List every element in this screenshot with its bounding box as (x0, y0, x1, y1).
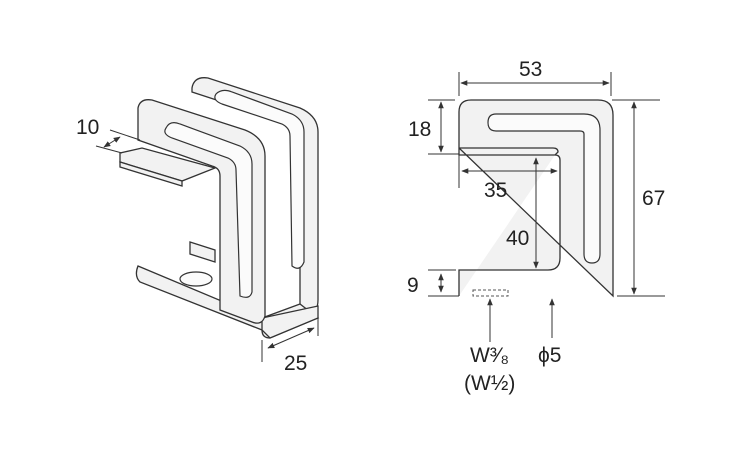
top-lip-edge (119, 161, 183, 187)
base-hole (179, 271, 213, 287)
dim-53-label: 53 (519, 58, 542, 81)
side-profile (458, 99, 614, 298)
dim-arrow (103, 136, 121, 148)
dim-25-label: 25 (284, 352, 307, 375)
dim-10-label: 10 (76, 116, 99, 139)
dim-18-label: 18 (408, 118, 431, 141)
thread-label: W³⁄₈ (470, 344, 509, 367)
side-view: 53 67 18 35 40 9 W³⁄₈ (W½) ϕ5 (407, 58, 665, 395)
top-lip (119, 147, 218, 182)
dim-line (95, 145, 123, 154)
dim-67-label: 67 (642, 187, 665, 210)
thread-alt-label: (W½) (464, 372, 515, 395)
dim-35-label: 35 (484, 179, 507, 202)
back-slot (214, 89, 305, 269)
front-slot (164, 122, 253, 298)
thread-hidden-line (472, 289, 509, 297)
hole-label: ϕ5 (538, 344, 561, 367)
dim-9-label: 9 (407, 274, 419, 297)
isometric-view: 10 25 (76, 77, 320, 375)
dim-40-label: 40 (506, 227, 529, 250)
dim-arrow (267, 327, 315, 349)
side-slot (487, 113, 601, 264)
dim-line (109, 129, 141, 141)
rear-lip (189, 241, 216, 263)
